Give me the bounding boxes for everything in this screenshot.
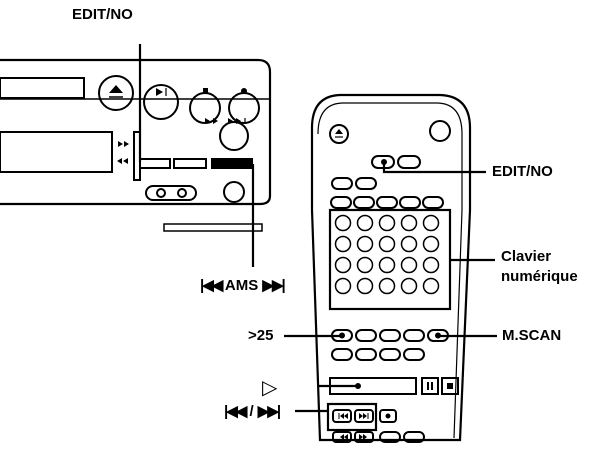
- remote-stop-button: [441, 377, 459, 395]
- leader-edit-remote: [382, 162, 486, 174]
- ams-next-icon: ▶▶|: [262, 277, 285, 294]
- remote-rec-button: [379, 409, 397, 423]
- deck-ams-button: [211, 158, 253, 169]
- play-pause-icon: [156, 88, 163, 96]
- remote-next-button: [354, 409, 374, 423]
- deck-play-button: [143, 84, 179, 120]
- mscan-label: M.SCAN: [502, 327, 562, 344]
- edit-no-label-remote: EDIT/NO: [492, 163, 553, 180]
- deck-foot: [163, 223, 263, 232]
- search-back-icon: [117, 158, 128, 164]
- search-forward-icon: [118, 141, 129, 147]
- deck-knob: [223, 181, 245, 203]
- remote-prev-icon: [340, 413, 348, 419]
- deck-forward-icon: [228, 118, 241, 124]
- over25-label: >25: [248, 327, 274, 344]
- remote-control: [310, 93, 472, 443]
- deck-ams-dial: [219, 121, 249, 151]
- disc-slot: [0, 77, 85, 99]
- keypad-label-line2: numérique: [501, 268, 578, 285]
- timer-switch: [145, 185, 197, 201]
- remote-next-icon: [359, 413, 367, 419]
- remote-eject-button: [329, 124, 349, 144]
- skip-next-icon: ▶▶|: [257, 403, 281, 420]
- remote-prev-button: [332, 409, 352, 423]
- deck-rewind-icon: [205, 118, 218, 124]
- deck-eject-button: [98, 75, 134, 111]
- remote-power-button: [429, 120, 451, 142]
- remote-eject-icon: [335, 129, 343, 134]
- deck-display: [0, 131, 113, 173]
- md-deck: [0, 58, 272, 232]
- stop-icon: [203, 88, 208, 93]
- remote-stop-icon: [447, 383, 453, 389]
- remote-pause-button: [421, 377, 439, 395]
- keypad-label-line1: Clavier: [501, 248, 552, 265]
- numeric-keypad: [334, 214, 440, 295]
- ams-prev-icon: |◀◀: [200, 277, 223, 294]
- callout-leaders: [138, 44, 497, 413]
- ams-label: |◀◀ AMS ▶▶|: [200, 277, 286, 294]
- deck-button: [173, 158, 207, 169]
- remote-ams-frame: [326, 402, 378, 432]
- play-label: ▷: [262, 377, 278, 399]
- eject-icon: [109, 85, 123, 93]
- edit-no-label-deck: EDIT/NO: [72, 6, 133, 23]
- skip-prev-icon: |◀◀: [224, 403, 247, 420]
- deck-edit-button: [139, 158, 171, 169]
- skip-label: |◀◀ / ▶▶|: [224, 403, 281, 420]
- rec-icon: [241, 88, 247, 94]
- deck-rec-button: [228, 92, 260, 124]
